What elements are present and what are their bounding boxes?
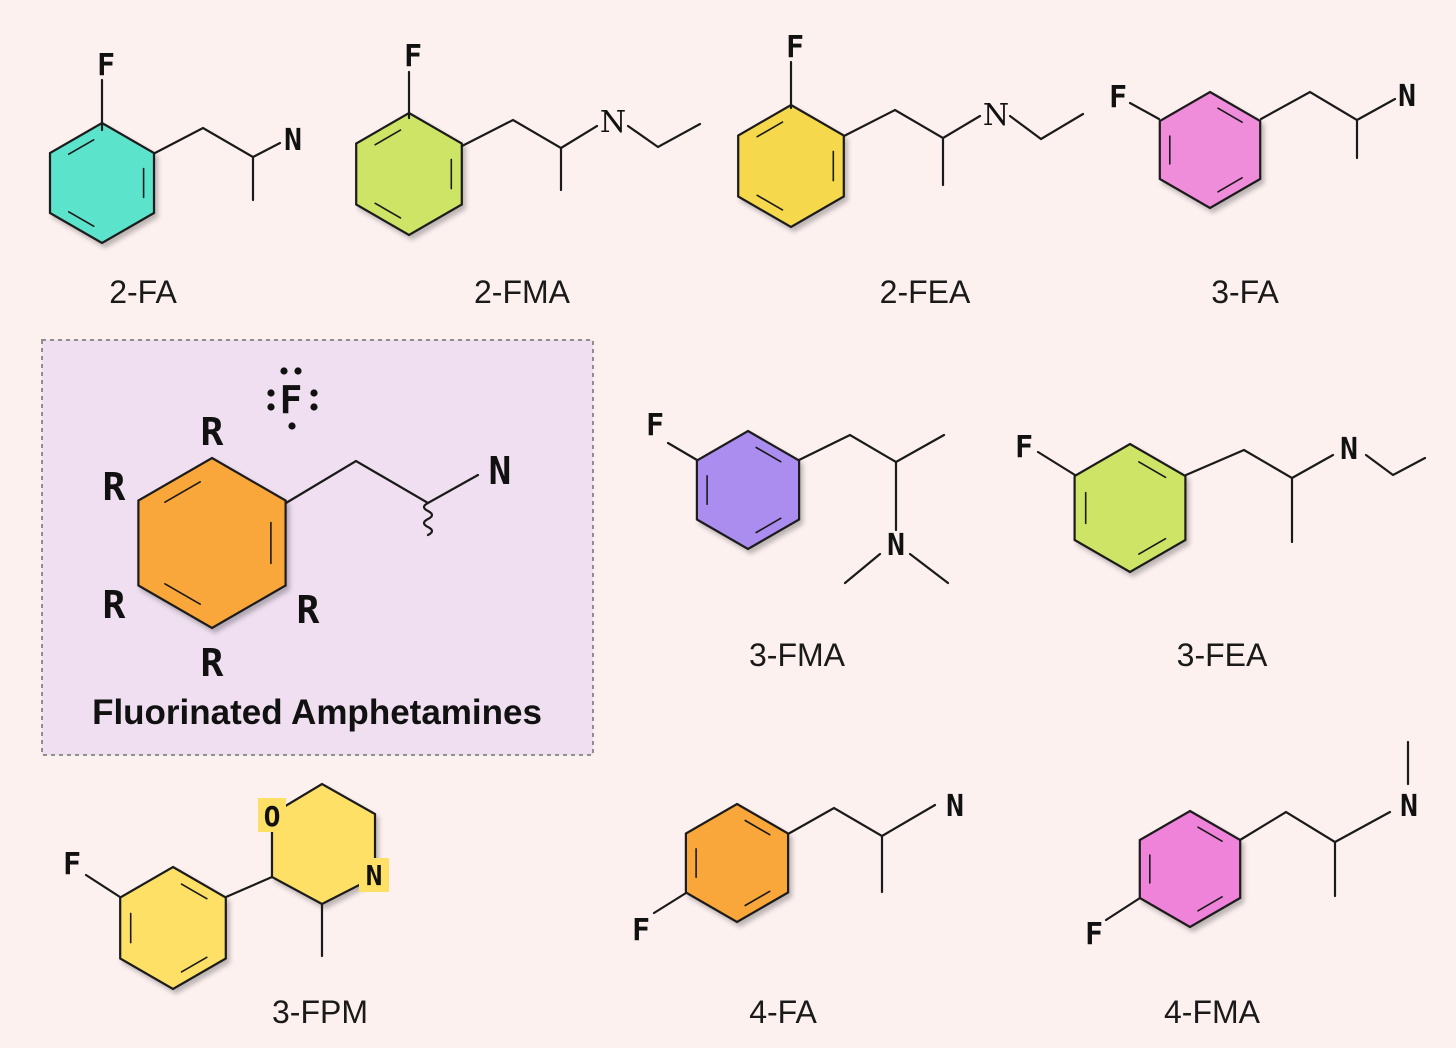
general-structure-title: Fluorinated Amphetamines xyxy=(92,693,542,732)
compound-name-2-fma: 2-FMA xyxy=(474,274,571,310)
compound-name-2-fa: 2-FA xyxy=(109,274,177,310)
general-structure-box xyxy=(41,339,594,756)
atom-n-3-fma: N xyxy=(887,528,905,563)
compound-3-fpm: F O N 3-FPM xyxy=(63,782,389,1030)
ring-double-bond xyxy=(180,956,208,973)
compound-name-3-fpm: 3-FPM xyxy=(272,994,368,1030)
atom-n-2-fa: N xyxy=(284,123,302,158)
atom-f-4-fma: F xyxy=(1085,917,1103,952)
ring-outline xyxy=(737,103,845,229)
fluorine-lone-pairs xyxy=(267,367,318,430)
benzene-ring-3-fa xyxy=(1158,90,1262,210)
general-benzene-ring xyxy=(137,456,287,630)
ring-double-bond xyxy=(164,582,201,606)
substituent-r-lower-right: R xyxy=(297,588,320,632)
ring-double-bond xyxy=(67,211,95,227)
ring-double-bond xyxy=(67,139,95,155)
ring-double-bond xyxy=(755,446,782,463)
ring-outline xyxy=(48,121,156,245)
ring-double-bond xyxy=(744,819,771,836)
compound-name-4-fa: 4-FA xyxy=(749,994,817,1030)
ring-double-bond xyxy=(756,121,784,138)
benzene-ring-2-fea xyxy=(737,103,845,229)
substituent-r-meta-left: R xyxy=(103,465,126,509)
atom-f-3-fa: F xyxy=(1109,80,1127,115)
compound-2-fa: F N 2-FA xyxy=(48,48,302,310)
ring-double-bond xyxy=(756,194,784,211)
general-structure-panel: N F R R R R R Fluorinated Amphetamines xyxy=(41,339,594,756)
ring-double-bond xyxy=(1138,537,1167,555)
general-side-chain xyxy=(284,459,480,537)
ring-double-bond xyxy=(1197,826,1223,843)
atom-f-4-fa: F xyxy=(632,913,650,948)
general-fluorine-atom: F xyxy=(280,378,303,422)
compound-name-3-fma: 3-FMA xyxy=(749,637,846,673)
ring-double-bond xyxy=(744,890,771,907)
atom-n-2-fea: N xyxy=(983,98,1009,133)
atom-f-2-fma: F xyxy=(404,39,422,74)
benzene-ring-2-fa xyxy=(48,121,156,245)
substituent-r-ortho: R xyxy=(201,410,224,454)
compound-3-fma: F N 3-FMA xyxy=(646,408,950,673)
compound-4-fa: N F 4-FA xyxy=(632,789,964,1030)
compound-2-fea: F N 2-FEA xyxy=(737,30,1085,310)
ring-outline xyxy=(1138,809,1242,929)
ring-double-bond xyxy=(1217,107,1243,123)
atom-n-4-fma: N xyxy=(1400,789,1418,824)
ring-double-bond xyxy=(180,883,208,900)
ring-double-bond xyxy=(755,517,782,534)
ring-outline xyxy=(1073,442,1187,574)
benzene-ring-4-fa xyxy=(684,802,790,924)
atom-n-3-fpm: N xyxy=(366,859,383,892)
atom-n-3-fea: N xyxy=(1340,432,1358,467)
atom-o-3-fpm: O xyxy=(264,800,281,833)
ring-double-bond xyxy=(374,129,402,146)
compound-name-3-fea: 3-FEA xyxy=(1177,637,1268,673)
compound-4-fma: N F 4-FMA xyxy=(1085,740,1418,1030)
general-amine-atom: N xyxy=(489,449,512,493)
compound-name-2-fea: 2-FEA xyxy=(880,274,971,310)
atom-n-4-fa: N xyxy=(946,789,964,824)
ring-outline xyxy=(137,456,287,630)
substituent-r-para: R xyxy=(201,641,224,685)
benzene-ring-3-fea xyxy=(1073,442,1187,574)
compound-3-fea: F N 3-FEA xyxy=(1015,430,1427,673)
benzene-ring-3-fma xyxy=(695,429,801,551)
ring-outline xyxy=(119,865,227,991)
compound-name-4-fma: 4-FMA xyxy=(1164,994,1261,1030)
atom-f-3-fma: F xyxy=(646,408,664,443)
atom-f-3-fea: F xyxy=(1015,430,1033,465)
ring-outline xyxy=(695,429,801,551)
ring-outline xyxy=(684,802,790,924)
ring-double-bond xyxy=(164,480,201,504)
substituent-r-lower-left: R xyxy=(103,583,126,627)
ring-outline xyxy=(1158,90,1262,210)
ring-double-bond xyxy=(1197,895,1223,912)
benzene-ring-2-fma xyxy=(355,111,463,237)
atom-n-3-fa: N xyxy=(1398,79,1416,114)
atom-f-2-fea: F xyxy=(786,30,804,65)
ring-double-bond xyxy=(1217,177,1243,193)
atom-f-3-fpm: F xyxy=(63,847,81,882)
atom-n-2-fma: N xyxy=(600,105,626,140)
compound-2-fma: F N 2-FMA xyxy=(355,39,702,310)
compound-3-fa: F N 3-FA xyxy=(1109,79,1416,310)
ring-double-bond xyxy=(1138,461,1167,479)
benzene-ring-3-fpm xyxy=(119,865,227,991)
atom-f-2-fa: F xyxy=(97,48,115,83)
benzene-ring-4-fma xyxy=(1138,809,1242,929)
ring-double-bond xyxy=(374,202,402,219)
compound-name-3-fa: 3-FA xyxy=(1211,274,1279,310)
ring-outline xyxy=(355,111,463,237)
